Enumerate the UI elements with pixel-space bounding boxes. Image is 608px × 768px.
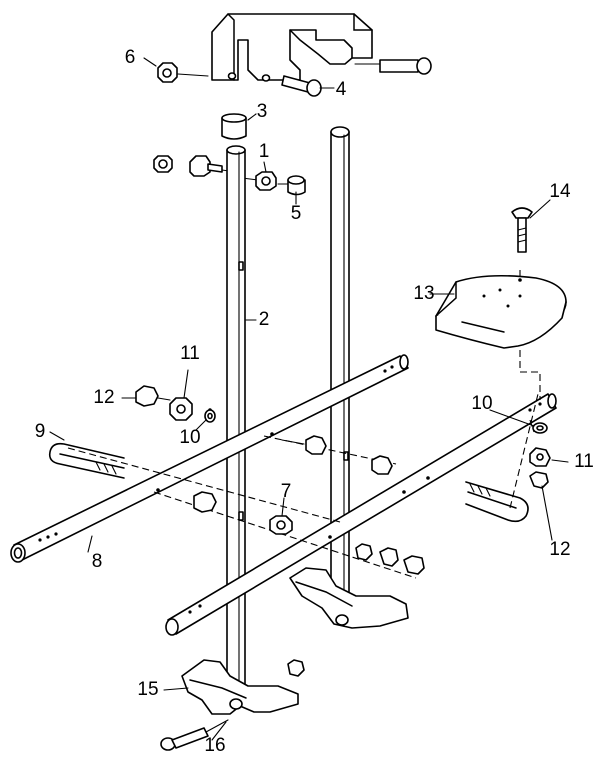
washer-10-left bbox=[204, 409, 216, 423]
callout-4: 4 bbox=[336, 79, 347, 100]
u-bolt-right bbox=[465, 481, 529, 523]
bolt-16 bbox=[160, 719, 229, 751]
foot-right bbox=[289, 567, 409, 629]
callout-labels: 1 2 3 4 5 6 7 8 9 10 10 11 11 12 12 13 1… bbox=[35, 47, 594, 756]
cross-bar-8 bbox=[10, 354, 409, 563]
callout-11b: 11 bbox=[574, 451, 594, 472]
bolt-12-right bbox=[529, 471, 549, 489]
bracket-bolt-right bbox=[354, 57, 432, 75]
cap-3 bbox=[221, 113, 247, 140]
callout-10a: 10 bbox=[179, 427, 200, 448]
bolt-4 bbox=[267, 75, 322, 97]
vertical-post-right bbox=[330, 126, 350, 621]
leader-lines bbox=[49, 57, 569, 741]
foot-nut bbox=[287, 659, 305, 677]
callout-9: 9 bbox=[35, 421, 46, 442]
nut-11-right bbox=[529, 447, 551, 467]
sleeve-5 bbox=[277, 175, 306, 196]
top-hanger-bracket bbox=[211, 13, 373, 82]
cross-bar-lower bbox=[165, 393, 557, 636]
callout-12b: 12 bbox=[549, 539, 570, 560]
callout-5: 5 bbox=[291, 203, 302, 224]
seat-13 bbox=[435, 274, 567, 349]
bushing-1 bbox=[241, 171, 277, 191]
callout-11a: 11 bbox=[180, 343, 200, 364]
callout-7: 7 bbox=[281, 481, 292, 502]
callout-15: 15 bbox=[137, 679, 158, 700]
bolt-14 bbox=[511, 207, 533, 253]
nut-6 bbox=[157, 62, 209, 83]
callout-3: 3 bbox=[257, 101, 268, 122]
nut-11-left bbox=[169, 397, 193, 421]
callout-12a: 12 bbox=[93, 387, 114, 408]
callout-6: 6 bbox=[125, 47, 136, 68]
callout-14: 14 bbox=[549, 181, 571, 202]
callout-1: 1 bbox=[259, 141, 270, 162]
nut-lower-pair bbox=[355, 543, 425, 575]
callout-10b: 10 bbox=[471, 393, 492, 414]
bolt-mid-right bbox=[371, 455, 393, 475]
callout-16: 16 bbox=[204, 735, 225, 756]
nut-upper-left bbox=[153, 155, 173, 173]
bolt-mid-upper bbox=[281, 435, 327, 455]
washer-10-right bbox=[532, 422, 548, 434]
bolt-12-left bbox=[135, 385, 171, 407]
u-bolt-9 bbox=[48, 442, 125, 479]
callout-2: 2 bbox=[259, 309, 270, 330]
bolt-upper-left bbox=[189, 155, 237, 177]
foot-15 bbox=[181, 659, 299, 715]
bolt-mid-left bbox=[193, 491, 217, 513]
vertical-post-left bbox=[226, 145, 246, 691]
bushing-7 bbox=[269, 515, 293, 535]
callout-13: 13 bbox=[413, 283, 434, 304]
callout-8: 8 bbox=[92, 551, 103, 572]
